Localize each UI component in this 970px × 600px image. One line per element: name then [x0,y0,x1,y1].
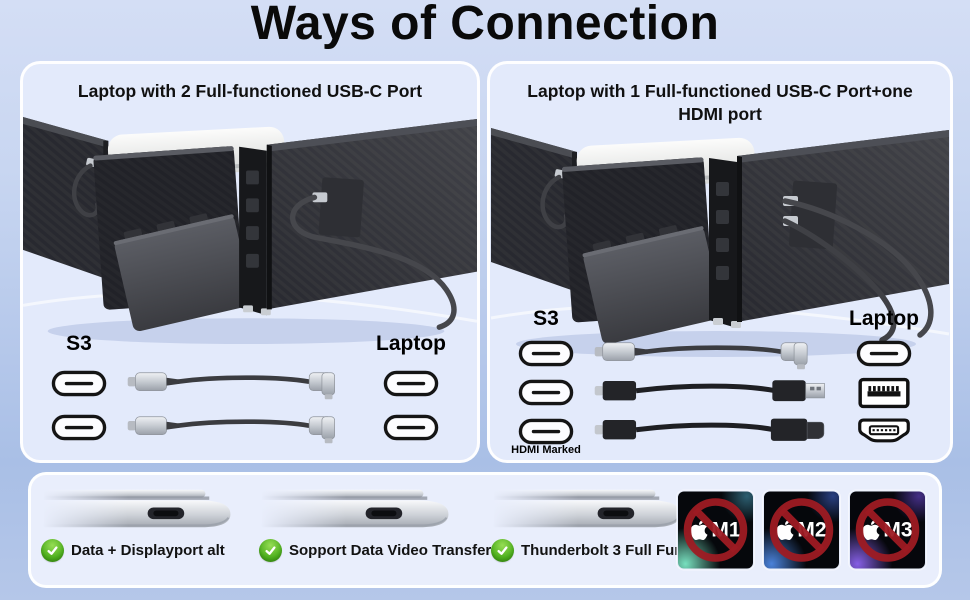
compatibility-panel: Data + Displayport alt Sopport Data Vide… [28,472,942,588]
usb-c-port-icon [51,370,107,397]
kickstand [113,213,253,332]
connection-diagram-right: S3 Laptop [510,307,930,456]
usb-c-port-icon [518,379,574,406]
usb-c-port-icon [51,414,107,441]
panel-left-title: Laptop with 2 Full-functioned USB-C Port [77,81,423,101]
apple-m1-chip-crossed: M1 [677,490,754,570]
feature-displayport-alt: Data + Displayport alt [39,483,251,562]
usb-c-port-icon [856,340,912,367]
usb-c-port-icon [383,414,439,441]
left-wing [491,128,577,292]
laptop-label: Laptop [849,307,919,330]
usb-c-port-icon [518,340,574,367]
apple-logo-icon [776,519,794,541]
connection-diagram-left: S3 Laptop [43,332,457,444]
apple-logo-icon [862,519,880,541]
feature-list: Data + Displayport alt Sopport Data Vide… [39,483,719,562]
apple-logo-icon [690,519,708,541]
usb-c-port-icon [383,370,439,397]
hinge [709,158,741,328]
page-title: Ways of Connection [250,0,720,50]
usb-c-cable [127,372,335,400]
check-icon [259,539,282,562]
hdmi-port-icon [858,418,910,442]
check-icon [41,539,64,562]
panel-two-usbc: Laptop with 2 Full-functioned USB-C Port [20,61,480,463]
usb-c-port-icon [518,418,574,445]
apple-m2-chip-crossed: M2 [763,490,840,570]
feature-label: Thunderbolt 3 Full Function [521,542,720,559]
laptop-edge-image [41,483,231,535]
feature-thunderbolt: Thunderbolt 3 Full Function [489,483,719,562]
two-cables-plugged [782,180,934,343]
s3-label: S3 [66,332,92,355]
left-wing [23,117,109,280]
right-wing [737,130,949,322]
right-wing [266,119,477,310]
no-symbol-icon [683,498,748,562]
feature-data-video: Sopport Data Video Transfer [257,483,491,562]
usb-c-to-usb-a-cable [594,380,825,402]
no-symbol-icon [855,498,920,562]
feature-label: Data + Displayport alt [71,542,225,559]
hdmi-marked-note: HDMI Marked [511,444,581,457]
apple-m3-chip-crossed: M3 [849,490,926,570]
usb-a-port-icon [858,377,910,408]
usb-c-cable [127,416,335,444]
check-icon [491,539,514,562]
hdmi-marked-port: HDMI Marked [511,418,581,456]
dual-monitor-photo-two-usbc [23,117,477,345]
usb-c-cable [594,342,808,370]
dual-monitor-photo-usbc-hdmi [490,128,950,357]
usb-c-cable-plugged [289,177,457,330]
s3-label: S3 [533,307,559,330]
panel-usbc-plus-hdmi: Laptop with 1 Full-functioned USB-C Port… [487,61,953,463]
feature-label: Sopport Data Video Transfer [289,542,492,559]
no-symbol-icon [769,498,834,562]
laptop-edge-image [491,483,681,535]
laptop-edge-image [259,483,449,535]
hinge [239,146,271,316]
laptop-label: Laptop [376,332,446,355]
unsupported-chips: M1 M2 M3 [677,490,926,570]
kickstand [582,225,723,344]
usb-c-to-hdmi-cable [594,418,825,441]
panel-right-title: Laptop with 1 Full-functioned USB-C Port… [527,81,913,124]
